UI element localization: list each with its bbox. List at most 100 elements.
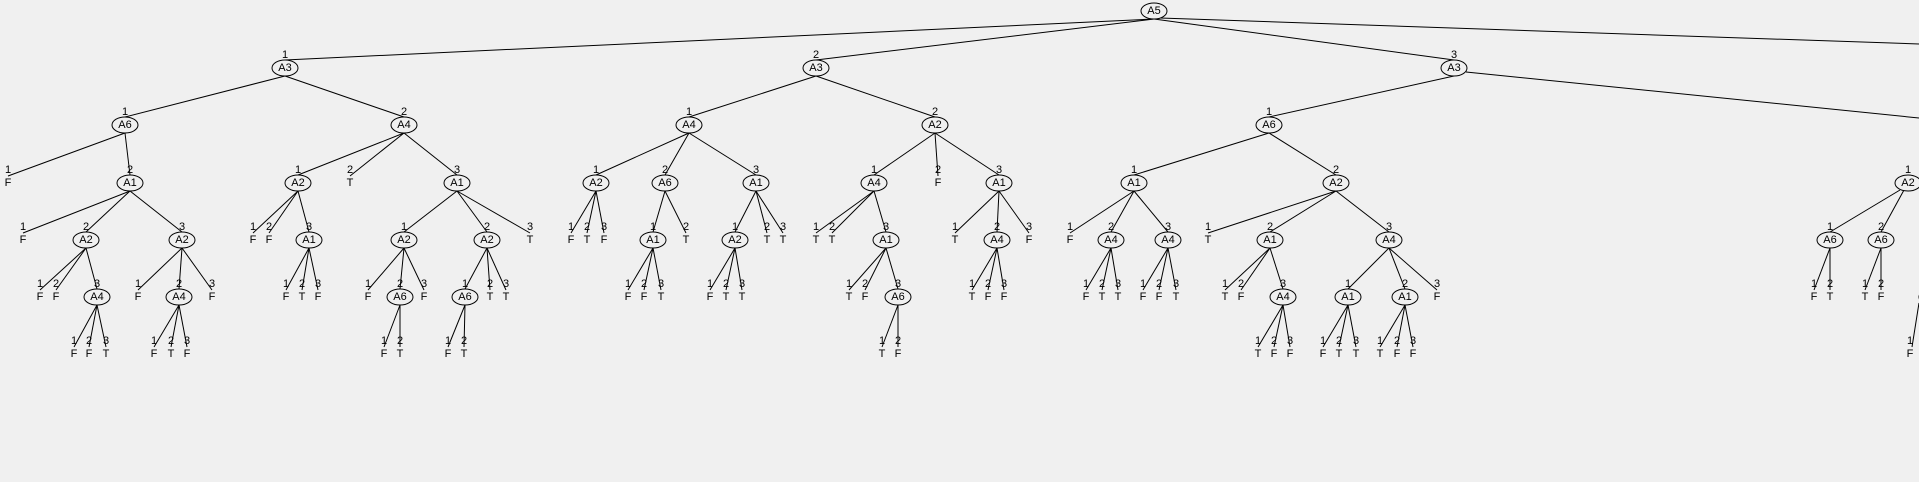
leaf-node: T: [461, 348, 468, 360]
edge-label: 3: [883, 221, 889, 233]
edge-label: 2: [83, 221, 89, 233]
leaf-node: T: [1222, 291, 1229, 303]
leaf-node: F: [1001, 291, 1008, 303]
edge-label: 1: [295, 164, 301, 176]
node-label: A1: [1263, 234, 1276, 246]
node-ellipse: [1120, 174, 1148, 192]
tree-node: A3: [1440, 59, 1468, 77]
tree-edge: [456, 190, 488, 233]
leaf-node: F: [641, 291, 648, 303]
leaf-node: T: [658, 291, 665, 303]
node-label: A6: [393, 291, 406, 303]
node-label: A4: [682, 119, 695, 131]
edge-label: 2: [994, 221, 1000, 233]
tree-edge: [755, 190, 784, 234]
tree-edge: [1133, 190, 1169, 233]
node-ellipse: [742, 174, 770, 192]
leaf-label: F: [135, 291, 142, 303]
tree-edge: [627, 247, 654, 291]
node-label: A4: [172, 291, 185, 303]
edge-label: 3: [94, 278, 100, 290]
leaf-node: F: [421, 291, 428, 303]
edge-label: 1: [71, 335, 77, 347]
tree-node: A2: [1322, 174, 1350, 192]
node-ellipse: [1375, 231, 1403, 249]
leaf-node: T: [487, 291, 494, 303]
partial-node-ellipse: [1867, 231, 1895, 249]
edge-label: 3: [1451, 49, 1457, 61]
leaf-label: F: [184, 348, 191, 360]
tree-edge: [1110, 190, 1135, 233]
node-ellipse: [983, 231, 1011, 249]
leaf-node: T: [1115, 291, 1122, 303]
leaf-label: F: [86, 348, 93, 360]
tree-edge: [848, 247, 887, 291]
node-ellipse: [390, 116, 418, 134]
tree-edge: [815, 190, 875, 234]
tree-edge: [403, 247, 425, 291]
partial-node-label: A2: [1901, 177, 1914, 189]
edge-label: 2: [764, 221, 770, 233]
leaf-node: T: [1173, 291, 1180, 303]
node-ellipse: [72, 231, 100, 249]
node-label: A1: [302, 234, 315, 246]
node-label: A4: [90, 291, 103, 303]
partial-node-label: A6: [1823, 234, 1836, 246]
edge-label: 1: [445, 335, 451, 347]
leaf-label: F: [1238, 291, 1245, 303]
leaf-node: F: [20, 234, 27, 246]
edge-label: 1: [813, 221, 819, 233]
tree-edge: [1282, 304, 1291, 348]
node-label: A6: [658, 177, 671, 189]
leaf-node: F: [365, 291, 372, 303]
edge-label: 1: [1907, 335, 1913, 347]
tree-edge: [1813, 247, 1831, 291]
leaf-label: T: [1115, 291, 1122, 303]
edge-label: 1: [122, 106, 128, 118]
tree-edge: [1240, 247, 1271, 291]
edge-label: 2: [1827, 278, 1833, 290]
tree-edge: [664, 132, 690, 176]
edge-label: 2: [1878, 221, 1884, 233]
leaf-label: F: [1878, 291, 1885, 303]
leaf-node: F: [283, 291, 290, 303]
tree-edge: [1142, 247, 1169, 291]
leaf-label: F: [1026, 234, 1033, 246]
leaf-label: F: [1410, 348, 1417, 360]
leaf-label: T: [1222, 291, 1229, 303]
tree-node: A2: [72, 231, 100, 249]
tree-edge: [7, 132, 126, 177]
tree-node: A4: [83, 288, 111, 306]
edge-label: 3: [739, 278, 745, 290]
edge-label: 2: [895, 335, 901, 347]
edge-label: 1: [381, 335, 387, 347]
leaf-node: F: [1320, 348, 1327, 360]
edge-label: 1: [593, 164, 599, 176]
tree-edge: [252, 190, 299, 234]
node-label: A1: [123, 177, 136, 189]
tree-node: A2: [582, 174, 610, 192]
tree-edge: [1388, 247, 1438, 291]
edge-label: 1: [1140, 278, 1146, 290]
tree-edge: [55, 247, 87, 291]
tree-edge: [137, 247, 183, 291]
leaf-label: F: [315, 291, 322, 303]
tree-edge: [1379, 304, 1406, 348]
edge-label: 1: [1862, 278, 1868, 290]
leaf-label: T: [1205, 234, 1212, 246]
edge-label: 2: [1108, 221, 1114, 233]
leaf-label: F: [625, 291, 632, 303]
tree-node: A2: [721, 231, 749, 249]
leaf-label: F: [37, 291, 44, 303]
tree-edge: [934, 132, 939, 177]
edge-label: 2: [1333, 164, 1339, 176]
tree-edge: [1269, 190, 1337, 233]
leaf-label: T: [1862, 291, 1869, 303]
edge-label: 2: [401, 106, 407, 118]
leaf-label: F: [445, 348, 452, 360]
leaf-label: T: [780, 234, 787, 246]
edge-label: 1: [1266, 106, 1272, 118]
leaf-label: F: [1394, 348, 1401, 360]
leaf-label: T: [969, 291, 976, 303]
edge-label: 1: [1255, 335, 1261, 347]
